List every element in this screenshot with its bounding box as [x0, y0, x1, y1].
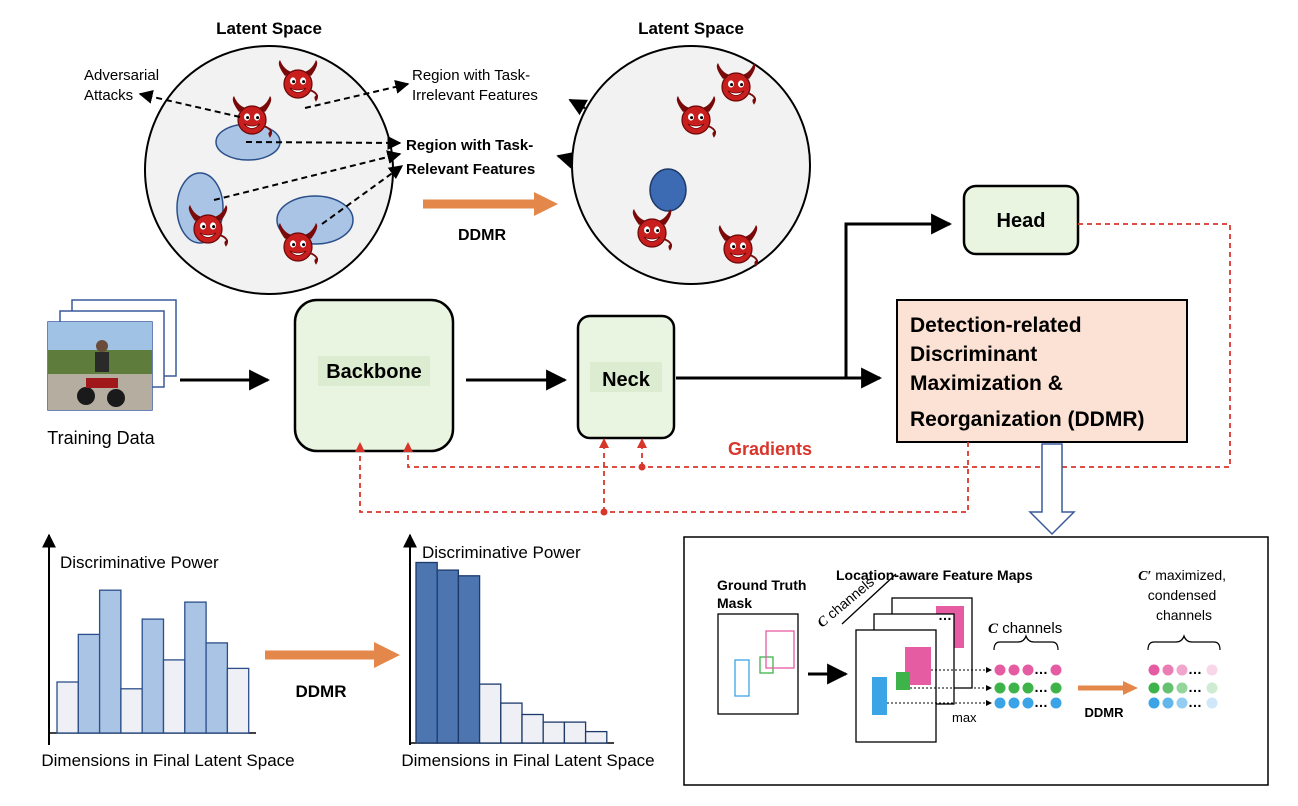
channel-dot [1050, 682, 1062, 694]
bar [184, 601, 207, 734]
bar [436, 569, 460, 744]
bar [500, 702, 523, 744]
ellipse-condensed [649, 168, 687, 212]
gt-mask-title: Ground Truth Mask [717, 577, 810, 611]
gradient-arrowheads [355, 438, 647, 516]
channel-dot [1022, 664, 1034, 676]
ddmr-box-label: Detection-related Discriminant Maximizat… [910, 314, 1145, 431]
channel-dot [1148, 682, 1160, 694]
detail-panel: Ground Truth Mask Location-aware Feature… [683, 536, 1269, 786]
training-data-images [47, 299, 177, 411]
bar [162, 659, 186, 734]
channel-ellipsis: … [1188, 661, 1202, 677]
bar [77, 633, 101, 734]
backbone-block: Backbone [293, 298, 455, 453]
channel-ellipsis: … [1188, 694, 1202, 710]
svg-text:…: … [938, 607, 952, 623]
backbone-label: Backbone [326, 361, 422, 383]
chart2-xlabel: Dimensions in Final Latent Space [401, 751, 654, 770]
channel-ellipsis: … [1034, 694, 1048, 710]
channel-ellipsis: … [1188, 679, 1202, 695]
ddmr-block: Detection-related Discriminant Maximizat… [896, 299, 1188, 443]
channel-dot [1206, 697, 1218, 709]
channel-dot [1162, 664, 1174, 676]
latent-right-title: Latent Space [638, 19, 744, 38]
gradients-label: Gradients [728, 439, 812, 459]
expand-arrow [1028, 443, 1076, 536]
chart1-xlabel: Dimensions in Final Latent Space [41, 751, 294, 770]
channel-dot [994, 664, 1006, 676]
channel-dot [1162, 697, 1174, 709]
maps-title: Location-aware Feature Maps [836, 567, 1033, 583]
ellipse-relevant-right [276, 195, 354, 245]
max-label: max [952, 710, 977, 725]
bar-chart-before: Discriminative Power Dimensions in Final… [41, 533, 295, 770]
channel-dot [1148, 664, 1160, 676]
channel-dot [1148, 697, 1160, 709]
channel-dot [1206, 682, 1218, 694]
channel-dot [1176, 697, 1188, 709]
channel-dot [1176, 682, 1188, 694]
channel-dot [1022, 682, 1034, 694]
channel-dot [1176, 664, 1188, 676]
latent-left-title: Latent Space [216, 19, 322, 38]
channel-dot [1008, 682, 1020, 694]
head-label: Head [997, 210, 1046, 232]
latent-space-left: Latent Space [144, 19, 394, 295]
bar [56, 681, 79, 734]
channel-dot [1022, 697, 1034, 709]
bar [226, 667, 250, 734]
c-prime-label: C′ maximized, condensed channels [1138, 567, 1230, 623]
channel-dot [1206, 664, 1218, 676]
neck-block: Neck [576, 314, 676, 440]
ddmr-arrow-top-label: DDMR [458, 227, 506, 244]
adversarial-label: Adversarial Attacks [84, 67, 163, 104]
channel-dot [994, 697, 1006, 709]
channel-dot [1162, 682, 1174, 694]
bar [98, 589, 122, 734]
ddmr-detail-label: DDMR [1085, 705, 1125, 720]
channel-dot [1050, 697, 1062, 709]
bar [457, 575, 481, 744]
bar [563, 721, 587, 744]
gt-mask [717, 613, 799, 715]
channel-ellipsis: … [1034, 679, 1048, 695]
bar [141, 618, 165, 734]
ddmr-arrow-bottom-label: DDMR [296, 682, 347, 701]
channel-ellipsis: … [1034, 661, 1048, 677]
bar [120, 688, 143, 734]
bar [521, 713, 544, 744]
bar [542, 721, 566, 744]
bar [205, 642, 229, 734]
bar [584, 730, 608, 744]
channel-dot [1008, 664, 1020, 676]
c-channels-label: C channels [988, 620, 1062, 637]
latent-space-right: Latent Space [571, 19, 811, 285]
chart2-ylabel: Discriminative Power [422, 543, 581, 562]
irrelevant-label: Region with Task- Irrelevant Features [412, 67, 538, 104]
bar [415, 561, 438, 744]
bar [478, 683, 502, 744]
relevant-label: Region with Task- Relevant Features [406, 137, 537, 178]
chart1-ylabel: Discriminative Power [60, 553, 219, 572]
channel-dot [994, 682, 1006, 694]
head-block: Head [962, 184, 1080, 256]
channel-dot [1008, 697, 1020, 709]
bar-chart-after: Discriminative Power Dimensions in Final… [401, 533, 655, 770]
training-data-label: Training Data [47, 428, 155, 448]
neck-label: Neck [602, 369, 651, 391]
channel-dot [1050, 664, 1062, 676]
